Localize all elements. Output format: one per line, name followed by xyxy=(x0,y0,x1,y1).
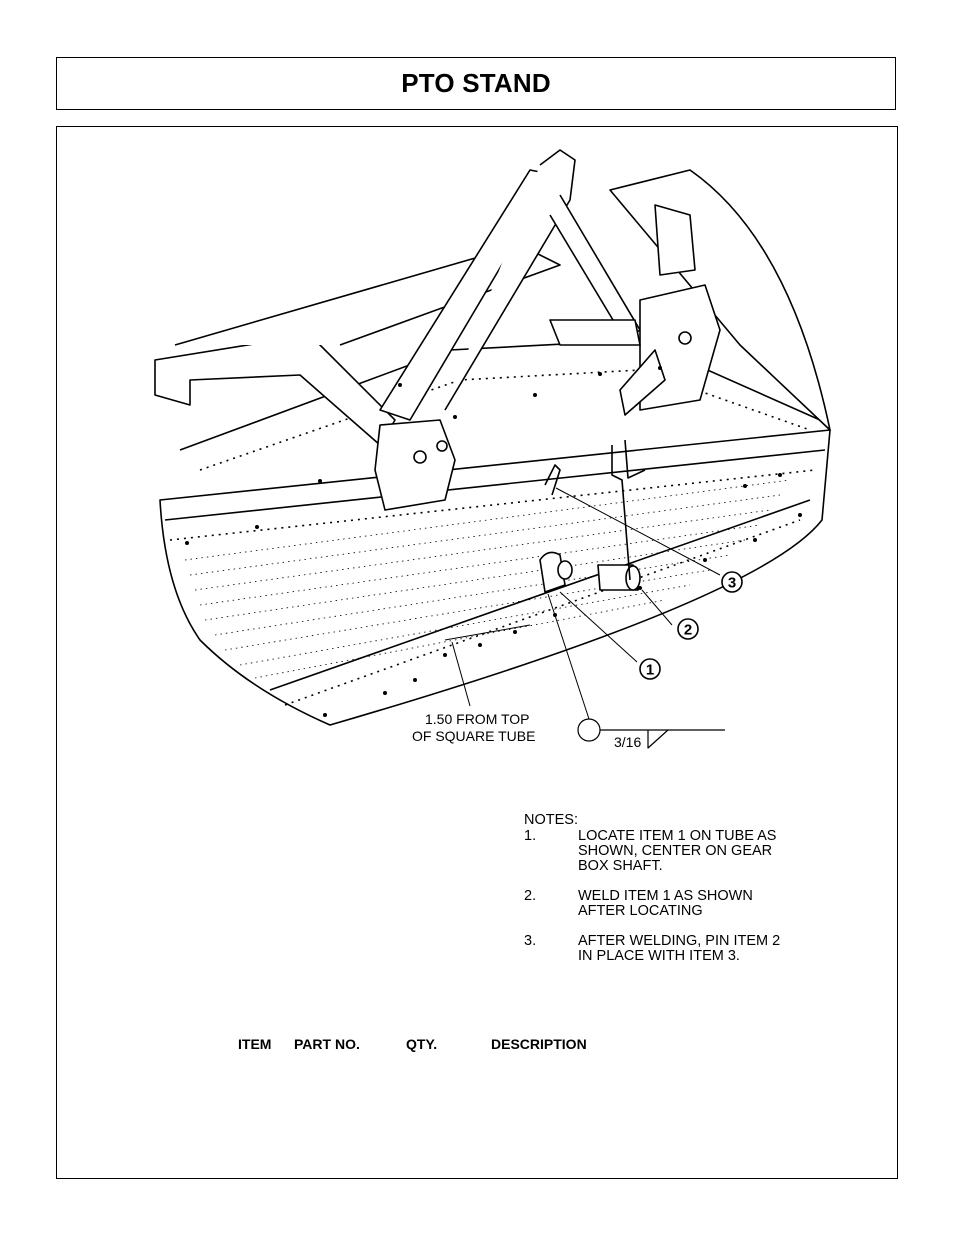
parts-header-qty: QTY. xyxy=(406,1036,438,1052)
callout-2-label: 2 xyxy=(684,622,692,639)
parts-header-part-no: PART NO. xyxy=(294,1036,360,1052)
note-text: LOCATE ITEM 1 ON TUBE AS SHOWN, CENTER O… xyxy=(578,828,777,874)
note-number: 1. xyxy=(524,828,537,844)
dimension-label-line1: 1.50 FROM TOP xyxy=(425,711,530,727)
dimension-label-line2: OF SQUARE TUBE xyxy=(412,728,535,744)
page-title: PTO STAND xyxy=(401,68,551,98)
callout-1-label: 1 xyxy=(646,662,654,679)
callout-3-circle xyxy=(721,571,743,593)
deck-body xyxy=(159,429,831,726)
callout-2-circle xyxy=(677,618,699,640)
pin-item-3 xyxy=(544,464,561,496)
callout-3-label: 3 xyxy=(728,575,736,592)
note-text: AFTER WELDING, PIN ITEM 2 IN PLACE WITH … xyxy=(578,933,781,964)
left-hitch-plate xyxy=(374,419,456,511)
pto-stand-rod xyxy=(611,445,631,581)
weld-size-label: 3/16 xyxy=(614,734,641,750)
note-item: 1. LOCATE ITEM 1 ON TUBE AS SHOWN, CENTE… xyxy=(524,829,824,874)
notes-block: NOTES: 1. LOCATE ITEM 1 ON TUBE AS SHOWN… xyxy=(524,813,824,979)
page-title-box: PTO STAND xyxy=(56,57,896,110)
left-a-frame-arm xyxy=(154,334,396,446)
parts-header-description: DESCRIPTION xyxy=(491,1036,587,1052)
notes-heading: NOTES: xyxy=(524,812,578,828)
note-number: 3. xyxy=(524,933,537,949)
note-number: 2. xyxy=(524,888,537,904)
note-item: 2. WELD ITEM 1 AS SHOWN AFTER LOCATING xyxy=(524,889,824,919)
drawing-frame xyxy=(56,126,898,1179)
parts-header-item: ITEM xyxy=(238,1036,272,1052)
callout-1-circle xyxy=(639,658,661,680)
note-text: WELD ITEM 1 AS SHOWN AFTER LOCATING xyxy=(578,888,753,919)
note-item: 3. AFTER WELDING, PIN ITEM 2 IN PLACE WI… xyxy=(524,934,824,964)
pto-stand-bracket xyxy=(539,551,566,593)
